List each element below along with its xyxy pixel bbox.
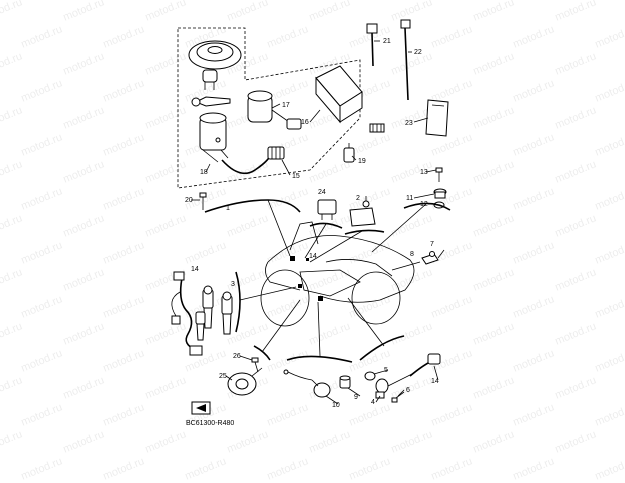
callout-12: 12 [420, 201, 428, 208]
callout-14-left: 14 [191, 266, 199, 273]
callout-22: 22 [414, 49, 422, 56]
callout-19: 19 [358, 158, 366, 165]
ignition-coil-c [195, 311, 206, 341]
collar-12 [433, 188, 447, 199]
callout-7: 7 [430, 241, 434, 248]
sensor-10 [283, 369, 331, 398]
callout-2: 2 [356, 195, 360, 202]
ignition-coil-a [202, 285, 214, 329]
callout-16: 16 [301, 119, 309, 126]
cable-tie-22 [400, 19, 411, 101]
o-ring-5 [364, 371, 376, 381]
plate-23 [425, 99, 449, 137]
callout-21: 21 [383, 38, 391, 45]
callout-6: 6 [406, 387, 410, 394]
callout-23: 23 [405, 120, 413, 127]
bolt-6 [391, 391, 405, 403]
horn [227, 367, 263, 396]
callout-3: 3 [231, 281, 235, 288]
ignition-coil-b [221, 291, 233, 335]
callout-14-right: 14 [431, 378, 439, 385]
bolt-26 [251, 357, 259, 373]
sensor-9 [339, 375, 351, 389]
callout-14-center: 14 [309, 253, 317, 260]
switch-wire [221, 151, 273, 175]
bolt-20 [199, 192, 207, 210]
ignition-key [191, 96, 231, 107]
callout-1: 1 [226, 205, 230, 212]
callout-26: 26 [233, 353, 241, 360]
reference-arrow [191, 401, 211, 415]
bolt-13 [435, 167, 443, 182]
callout-8: 8 [410, 251, 414, 258]
callout-4: 4 [371, 399, 375, 406]
callout-18: 18 [200, 169, 208, 176]
callout-17: 17 [282, 102, 290, 109]
callout-9: 9 [354, 394, 358, 401]
callout-10: 10 [332, 402, 340, 409]
callout-labels: 1 2 3 4 5 6 7 8 9 10 11 12 13 14 14 14 1… [185, 38, 439, 409]
lock-cylinder [202, 69, 218, 90]
reference-code: BC61300-R480 [186, 420, 234, 427]
part-19 [343, 143, 355, 163]
cable-tie-21 [366, 23, 378, 67]
callout-25: 25 [219, 373, 227, 380]
relay-24 [317, 199, 337, 220]
callout-20: 20 [185, 197, 193, 204]
callout-11: 11 [406, 195, 413, 202]
motorcycle-outline [260, 221, 415, 327]
wiring-diagram-svg: 1 2 3 4 5 6 7 8 9 10 11 12 13 14 14 14 1… [171, 19, 451, 427]
ignition-group-outline [177, 27, 361, 189]
callout-24: 24 [318, 189, 326, 196]
control-unit [315, 65, 363, 124]
ecu-connector [369, 123, 385, 133]
location-markers [290, 256, 323, 301]
sensor-2 [349, 196, 376, 227]
leader-lines [204, 199, 451, 363]
callout-15: 15 [292, 173, 300, 180]
main-switch [199, 112, 229, 163]
switch-connector [267, 146, 285, 160]
fuel-cap [188, 40, 242, 70]
label-ticks [191, 40, 439, 405]
switch-4 [375, 373, 413, 399]
wire-harness [171, 271, 203, 356]
sensor-8-7 [421, 249, 445, 265]
callout-13: 13 [420, 169, 428, 176]
connector-14-bottom [409, 353, 441, 377]
part-17 [247, 90, 302, 130]
